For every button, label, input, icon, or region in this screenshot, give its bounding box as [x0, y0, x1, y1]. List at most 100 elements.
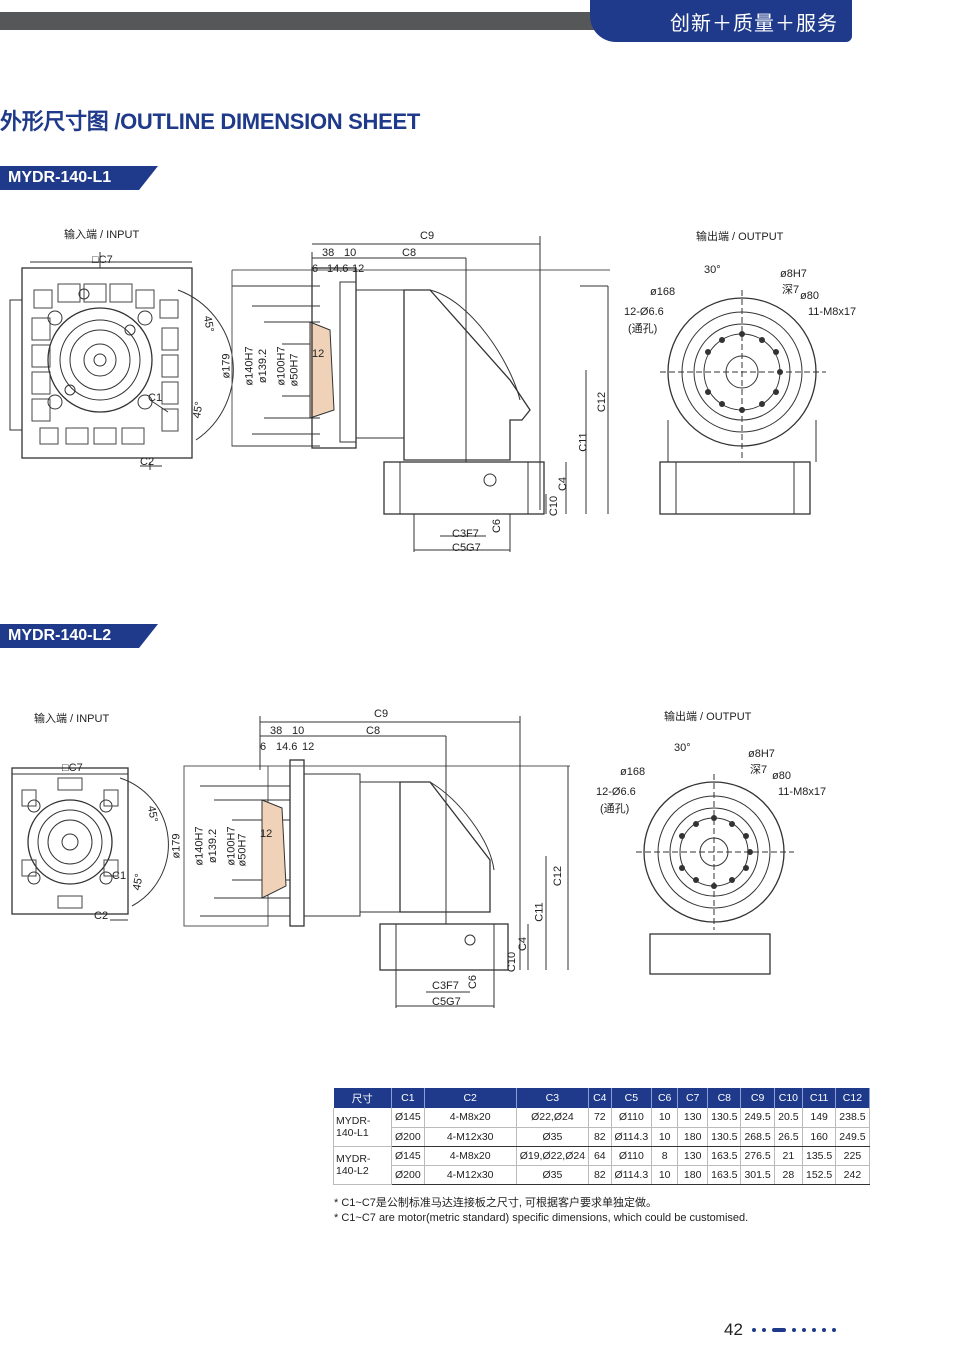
drawing-l2: [11, 716, 794, 1008]
table-header: C1: [391, 1088, 425, 1108]
l1-input-label: 输入端 / INPUT: [64, 229, 140, 241]
note-en: * C1~C7 are motor(metric standard) speci…: [334, 1212, 749, 1224]
table-cell: 238.5: [835, 1108, 870, 1128]
table-cell: 242: [835, 1165, 870, 1185]
table-cell: Ø200: [391, 1127, 425, 1147]
l2-dim-thru: (通孔): [600, 803, 630, 815]
l2-dim-d168: ø168: [620, 766, 646, 778]
table-header: C3: [516, 1088, 590, 1108]
table-cell: 152.5: [802, 1165, 837, 1185]
table-cell: 301.5: [740, 1165, 775, 1185]
table-cell: Ø22,Ø24: [516, 1108, 590, 1128]
table-cell: 20.5: [774, 1108, 804, 1128]
table-model-cell: MYDR-140-L2: [333, 1146, 392, 1185]
l1-dim-c3: C3F7: [452, 528, 479, 540]
table-cell: Ø35: [516, 1165, 590, 1185]
l2-dim-c5: C5G7: [432, 996, 461, 1008]
table-cell: 10: [651, 1165, 679, 1185]
l2-dim-holes: 12-Ø6.6: [596, 786, 636, 798]
table-cell: 4-M8x20: [424, 1146, 517, 1166]
table-row: MYDR-140-L2 Ø145 4-M8x20 Ø19,Ø22,Ø24 64 …: [333, 1146, 870, 1185]
l2-dim-38: 38: [270, 725, 283, 737]
l2-dim-c9: C9: [374, 708, 389, 720]
table-row: Ø200 4-M12x30 Ø35 82 Ø114.3 10 180 163.5…: [334, 1165, 870, 1185]
l1-dim-12: 12: [352, 263, 365, 275]
table-cell: 163.5: [707, 1146, 742, 1166]
l2-dim-deep: 深7: [750, 764, 768, 776]
table-cell: 130: [677, 1108, 709, 1128]
l1-dim-thru: (通孔): [628, 323, 658, 335]
table-cell: Ø110: [611, 1108, 653, 1128]
l1-dim-d179: ø179: [220, 353, 233, 379]
table-header: C9: [740, 1088, 775, 1108]
table-header: 尺寸: [333, 1088, 392, 1108]
table-row: Ø200 4-M12x30 Ø35 82 Ø114.3 10 180 130.5…: [334, 1127, 870, 1147]
table-header: C10: [774, 1088, 804, 1108]
header-band: [0, 12, 620, 30]
table-header-row: 尺寸 C1 C2 C3 C4 C5 C6 C7 C8 C9 C10 C11 C1…: [333, 1088, 870, 1108]
dimension-table: 尺寸 C1 C2 C3 C4 C5 C6 C7 C8 C9 C10 C11 C1…: [333, 1088, 870, 1185]
table-cell: Ø200: [391, 1165, 425, 1185]
l1-dim-14-6: 14.6: [327, 263, 349, 275]
brand-tagline: 创新＋质量＋服务: [670, 12, 838, 35]
page-number: 42: [724, 1320, 743, 1339]
table-cell: 10: [651, 1108, 679, 1128]
note-cn: * C1~C7是公制标准马达连接板之尺寸, 可根据客户要求单独定做。: [334, 1197, 657, 1209]
l1-dim-c5: C5G7: [452, 542, 481, 554]
l2-dim-c11: C11: [533, 902, 546, 922]
table-cell: 130.5: [707, 1127, 742, 1147]
l2-dim-c10: C10: [506, 951, 519, 973]
l1-dim-c12: C12: [596, 391, 609, 413]
l2-dim-c1: C1: [112, 870, 127, 882]
l2-dim-c6: C6: [467, 974, 480, 990]
l1-dim-c4: C4: [557, 476, 570, 492]
table-cell: Ø114.3: [611, 1127, 653, 1147]
table-model-cell: MYDR-140-L1: [333, 1108, 392, 1147]
l1-dim-c2: C2: [140, 456, 155, 468]
l1-dim-12-inner: 12: [312, 348, 325, 360]
input-flange-outline: [21, 267, 193, 459]
l2-dim-tapped: 11-M8x17: [778, 786, 827, 798]
l1-dim-c10: C10: [548, 495, 561, 517]
table-cell: 4-M12x30: [424, 1127, 517, 1147]
l2-dim-c8: C8: [366, 725, 381, 737]
table-row: MYDR-140-L1 Ø145 4-M8x20 Ø22,Ø24 72 Ø110…: [333, 1108, 870, 1147]
table-header: C4: [588, 1088, 612, 1108]
table-cell: 72: [588, 1108, 612, 1128]
l2-input-label: 输入端 / INPUT: [34, 713, 110, 725]
table-cell: 249.5: [835, 1127, 870, 1147]
table-cell: 276.5: [740, 1146, 775, 1166]
table-cell: 4-M8x20: [424, 1108, 517, 1128]
l1-dim-10: 10: [344, 247, 357, 259]
page-title: 外形尺寸图 /OUTLINE DIMENSION SHEET: [0, 109, 421, 134]
l2-dim-d50: ø50H7: [236, 833, 249, 867]
l2-dim-12-inner: 12: [260, 828, 273, 840]
l1-dim-holes: 12-Ø6.6: [624, 306, 664, 318]
l1-dim-deep: 深7: [782, 284, 800, 296]
l1-dim-d100: ø100H7: [275, 346, 288, 386]
l1-angle-30: 30°: [704, 264, 721, 276]
table-header: C2: [424, 1088, 517, 1108]
brand-tagline-tab: 创新＋质量＋服务: [590, 0, 852, 42]
l2-angle-30: 30°: [674, 742, 691, 754]
table-cell: Ø110: [611, 1146, 653, 1166]
page-dots-decoration: [752, 1328, 836, 1332]
table-cell: 8: [651, 1146, 679, 1166]
table-cell: 26.5: [774, 1127, 804, 1147]
table-cell: 249.5: [740, 1108, 775, 1128]
l1-dim-pin: ø8H7: [780, 268, 807, 280]
l1-dim-d80: ø80: [800, 290, 819, 302]
table-header: C12: [835, 1088, 870, 1108]
table-cell: 135.5: [802, 1146, 837, 1166]
l1-dim-tapped: 11-M8x17: [808, 306, 857, 318]
table-cell: 225: [835, 1146, 870, 1166]
l2-dim-c2: C2: [94, 910, 109, 922]
l2-dim-d179: ø179: [170, 833, 183, 859]
l1-dim-c1: C1: [148, 392, 163, 404]
l2-dim-d139: ø139.2: [207, 828, 220, 864]
table-header: C5: [611, 1088, 653, 1108]
table-cell: Ø19,Ø22,Ø24: [516, 1146, 590, 1166]
table-cell: 149: [802, 1108, 837, 1128]
l2-dim-c7: □C7: [62, 762, 83, 774]
l1-dim-d140: ø140H7: [243, 346, 256, 386]
